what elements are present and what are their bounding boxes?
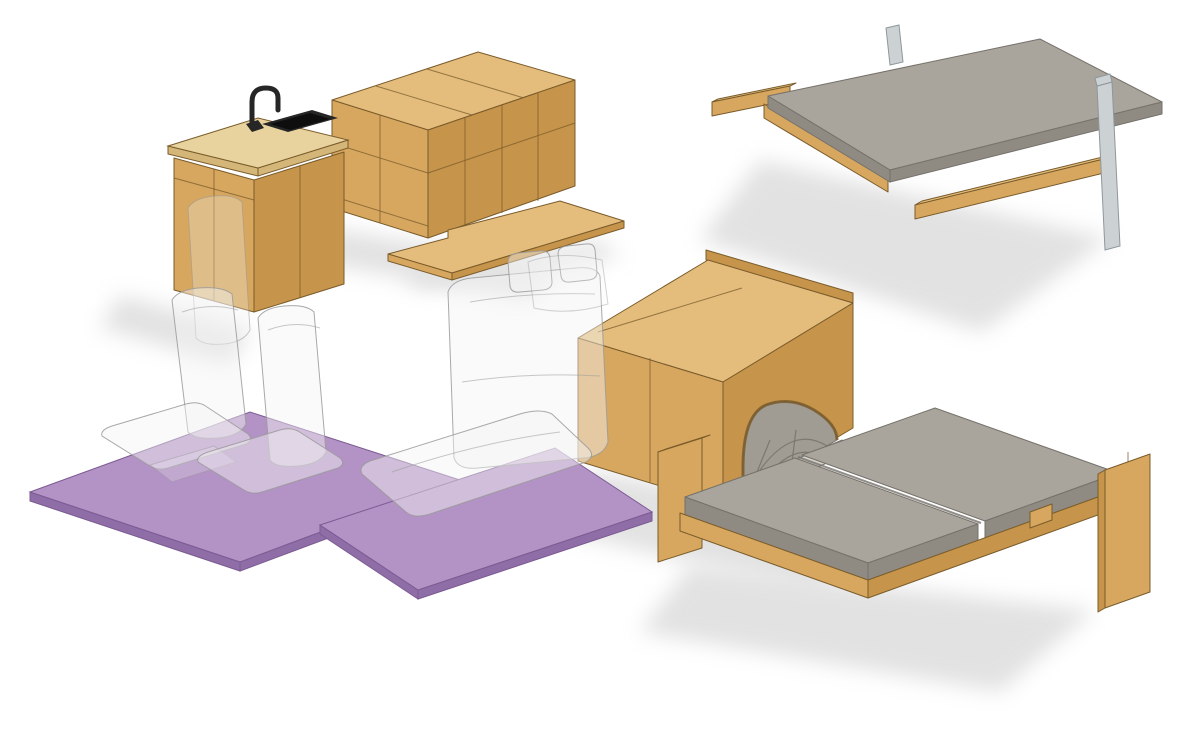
sink-cabinet[interactable] xyxy=(166,85,350,313)
ghost-chair-a-seat xyxy=(101,402,252,470)
wheel-well-rib-5 xyxy=(791,429,797,463)
counter-top xyxy=(166,117,350,169)
mattress-seam xyxy=(797,456,982,524)
ghost-bench-seat-contour xyxy=(391,431,561,473)
bench-top-groove xyxy=(597,287,743,333)
metal-bracket-right-bend xyxy=(1094,73,1113,87)
wheel-well-arch-rim xyxy=(741,399,839,494)
sink-drawer-line xyxy=(173,177,255,201)
ghost-chair-a-back xyxy=(171,287,247,439)
bed-end-right-edge xyxy=(1097,469,1106,613)
floor-panel-right[interactable] xyxy=(318,447,654,591)
sink-basin-inner xyxy=(270,113,330,130)
faucet-base xyxy=(246,120,264,132)
ghost-bench-contour-1 xyxy=(469,293,596,303)
elevated-bed-top-edge-right xyxy=(889,101,1163,183)
ghost-chair-a-contour xyxy=(181,306,239,313)
bed-platform[interactable] xyxy=(657,407,1151,613)
ghost-chair-b-contour xyxy=(267,324,321,331)
shadow-sink-cabinet xyxy=(100,295,250,365)
counter-panel[interactable] xyxy=(387,200,625,281)
ghost-chair-a-base xyxy=(148,445,238,483)
ghost-bench-headrest-1 xyxy=(507,250,553,293)
ghost-bench-seat xyxy=(360,410,592,517)
bed-end-right-board[interactable] xyxy=(1104,453,1151,609)
ghost-seats xyxy=(101,195,609,517)
ghost-chair-b-back xyxy=(257,305,327,467)
bed-latch-block xyxy=(1029,503,1053,529)
ghost-bench-contour-2 xyxy=(461,374,601,383)
elevated-bed[interactable] xyxy=(711,24,1163,251)
sink-cabinet-side xyxy=(253,151,345,313)
shadow-elevated-bed xyxy=(700,160,1110,332)
ghost-bench-headrest-2 xyxy=(557,243,598,283)
galley-top-divider-2 xyxy=(426,68,525,99)
wheel-well-rib-4 xyxy=(756,439,771,473)
metal-bracket-top-icon xyxy=(885,24,904,66)
galley-front-toekick xyxy=(331,195,429,227)
shadow-bed-platform xyxy=(640,565,1095,692)
faucet-icon xyxy=(249,85,281,131)
ghost-chair-b-seat xyxy=(197,428,344,494)
galley-cabinet[interactable] xyxy=(331,51,576,239)
ghost-seat-on-box xyxy=(527,254,609,312)
galley-top-divider-1 xyxy=(375,85,473,116)
panel-edge-right xyxy=(451,220,625,281)
bench-seat-box[interactable] xyxy=(577,249,860,506)
floor-panels[interactable] xyxy=(28,411,654,600)
ghost-bench-back xyxy=(447,267,609,469)
galley-side-line-h xyxy=(427,122,576,174)
